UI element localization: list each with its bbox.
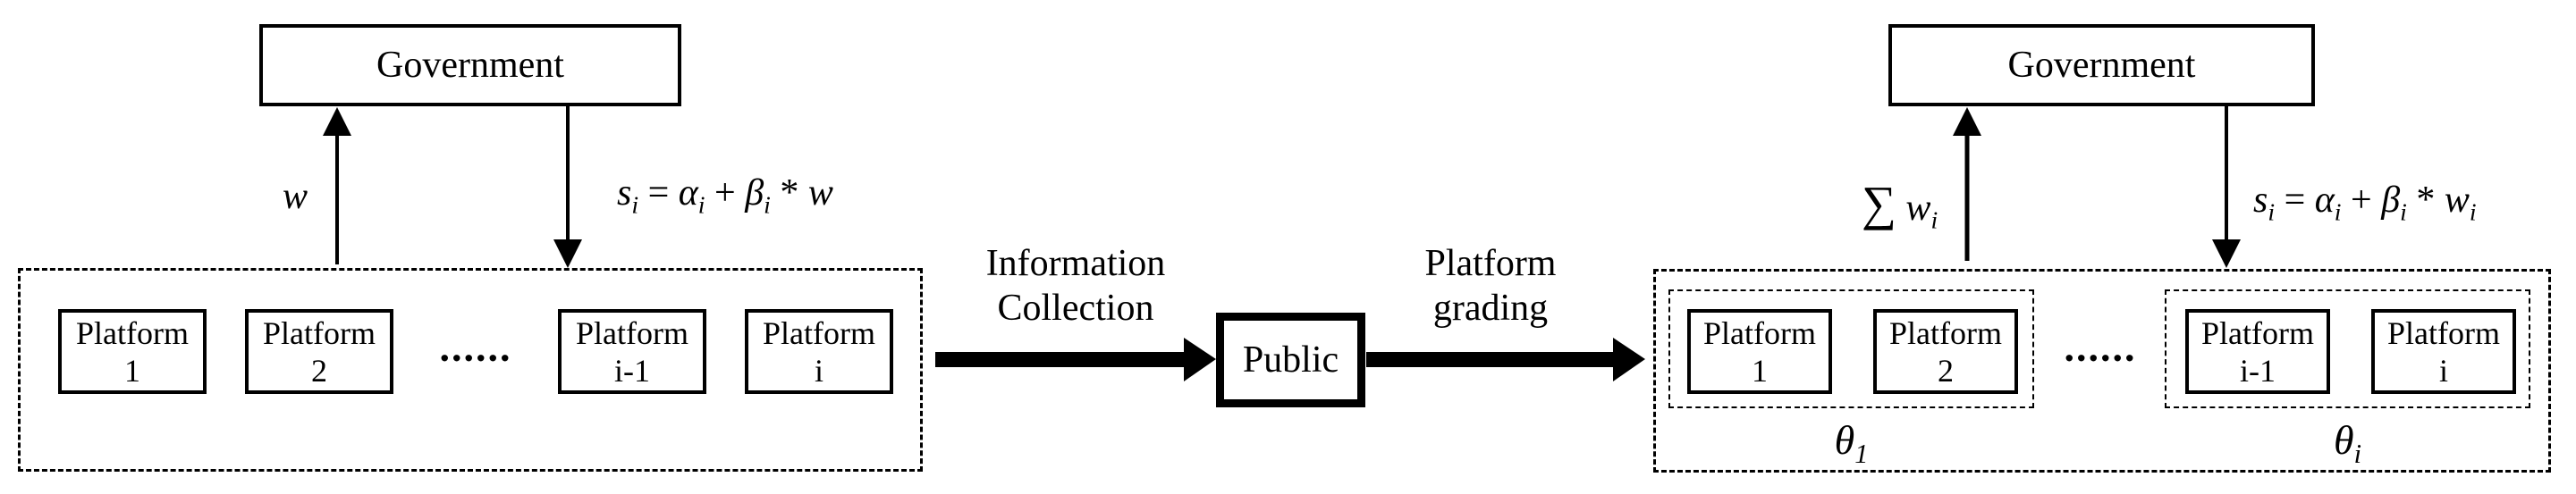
information-collection-label: Information Collection: [933, 241, 1219, 331]
left-up-arrow: [323, 107, 351, 264]
platform-1-box-left: Platform 1: [58, 309, 207, 394]
platform-label: Platform: [2387, 315, 2500, 351]
platform-i-box-left: Platform i: [745, 309, 893, 394]
left-up-arrow-label: w: [282, 176, 308, 217]
right-down-arrow: [2212, 106, 2241, 268]
right-platforms-container: [1653, 269, 2551, 473]
platform-label: Platform: [576, 315, 688, 351]
platform-index: 1: [124, 353, 140, 389]
platform-1-box-right: Platform 1: [1687, 309, 1832, 394]
left-platforms-container: [18, 268, 923, 472]
platform-grading-arrow: [1366, 338, 1645, 381]
information-collection-label-line2: Collection: [997, 288, 1154, 329]
platform-2-box-right: Platform 2: [1873, 309, 2018, 394]
right-down-arrow-label: si = αi + βi * wi: [2253, 180, 2477, 226]
platform-label: Platform: [1889, 315, 2002, 351]
platform-index: i: [814, 353, 823, 389]
platform-index: 1: [1752, 353, 1768, 389]
platform-index: i: [2438, 353, 2448, 389]
platform-grading-label: Platform grading: [1347, 241, 1634, 331]
theta-i-label: θi: [2333, 417, 2362, 470]
information-collection-arrow: [935, 338, 1216, 381]
platform-i-1-box-left: Platform i-1: [558, 309, 706, 394]
platform-label: Platform: [76, 315, 189, 351]
right-up-arrow: [1953, 107, 1981, 261]
theta-1-label: θ1: [1834, 417, 1869, 470]
platform-grading-label-line1: Platform: [1424, 243, 1557, 284]
platform-i-1-box-right: Platform i-1: [2185, 309, 2330, 394]
platform-label: Platform: [763, 315, 875, 351]
left-government-box: Government: [259, 24, 681, 106]
right-ellipsis: ......: [2064, 324, 2137, 370]
platform-index: 2: [311, 353, 327, 389]
platform-index: 2: [1938, 353, 1954, 389]
platform-label: Platform: [2201, 315, 2314, 351]
public-box: Public: [1216, 313, 1365, 407]
platform-index: i-1: [2240, 353, 2276, 389]
left-down-arrow-label: si = αi + βi * w: [617, 172, 833, 219]
right-up-arrow-label: ∑ wi: [1862, 176, 1938, 234]
platform-grading-label-line2: grading: [1432, 288, 1549, 329]
platform-label: Platform: [1703, 315, 1816, 351]
information-collection-label-line1: Information: [985, 243, 1166, 284]
left-down-arrow: [553, 106, 582, 268]
platform-i-box-right: Platform i: [2371, 309, 2516, 394]
platform-2-box-left: Platform 2: [245, 309, 393, 394]
platform-label: Platform: [263, 315, 376, 351]
left-ellipsis: ......: [439, 324, 512, 370]
right-government-box: Government: [1888, 24, 2315, 106]
platform-index: i-1: [614, 353, 650, 389]
theta-i-group-box: [2165, 289, 2530, 408]
theta-1-group-box: [1668, 289, 2034, 408]
